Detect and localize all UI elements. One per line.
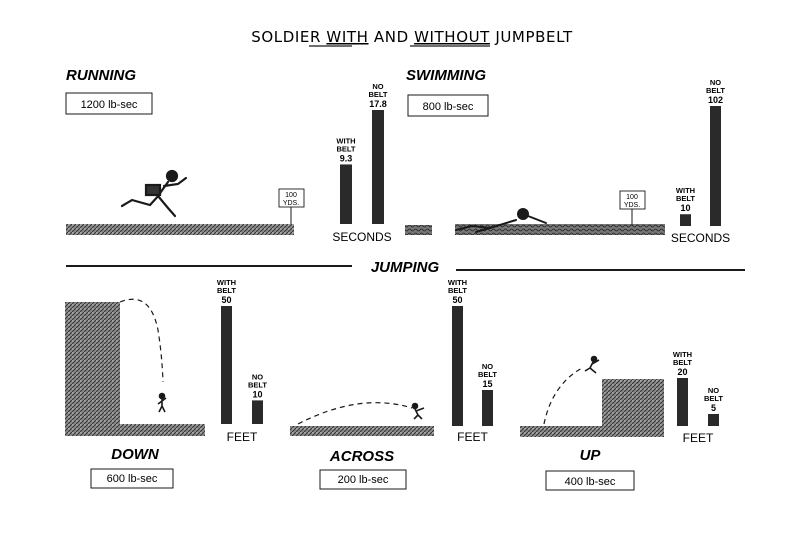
swimming-sign-line2: YDS. — [624, 202, 640, 209]
swimming-label-no-belt-word1: NO — [710, 78, 721, 87]
running-bar-with-belt — [340, 164, 352, 224]
running-sign-line2: YDS. — [283, 200, 299, 207]
swimming-distance-sign: 100 YDS. — [619, 190, 646, 225]
up-unit-label: FEET — [683, 431, 714, 445]
running-sign-line1: 100 — [285, 192, 297, 199]
up-jumper-icon — [584, 355, 600, 374]
swimming-value-no-belt: 102 — [708, 95, 723, 105]
down-heading: DOWN — [111, 446, 160, 463]
running-impulse-label: 1200 lb-sec — [81, 99, 138, 111]
up-impulse-label: 400 lb-sec — [565, 476, 616, 488]
down-label-no-belt-word1: NO — [252, 372, 263, 381]
page-title: SOLDIER WITH AND WITHOUT JUMPBELT — [251, 28, 573, 46]
up-label-with-belt-word2: BELT — [673, 358, 692, 367]
down-impulse-label: 600 lb-sec — [107, 473, 158, 485]
down-value-with-belt: 50 — [221, 295, 231, 305]
jumping-heading: JUMPING — [371, 259, 440, 276]
down-label-with-belt-word2: BELT — [217, 286, 236, 295]
down-label-no-belt-word2: BELT — [248, 380, 267, 389]
up-label-no-belt-word1: NO — [708, 386, 719, 395]
up-bar-no-belt — [708, 414, 719, 426]
swimming-label-no-belt-word2: BELT — [706, 86, 725, 95]
across-label-with-belt-word1: WITH — [448, 278, 467, 287]
up-label-with-belt-word1: WITH — [673, 350, 692, 359]
running-label-with-belt-word1: WITH — [336, 136, 355, 145]
down-bar-no-belt — [252, 400, 263, 424]
across-bar-no-belt — [482, 390, 493, 426]
down-value-no-belt: 10 — [252, 389, 262, 399]
down-jumper-icon — [157, 392, 167, 413]
down-ground — [120, 424, 205, 436]
up-trajectory — [543, 367, 583, 425]
running-bar-no-belt — [372, 110, 384, 224]
up-block — [602, 379, 664, 437]
swimming-impulse-label: 800 lb-sec — [423, 101, 474, 113]
swim-pool — [455, 224, 665, 235]
across-ground — [290, 426, 434, 436]
swimming-label-with-belt-word2: BELT — [676, 194, 695, 203]
swimming-label-with-belt-word1: WITH — [676, 186, 695, 195]
up-value-with-belt: 20 — [677, 367, 687, 377]
up-label-no-belt-word2: BELT — [704, 394, 723, 403]
swimming-heading: SWIMMING — [406, 67, 486, 84]
across-impulse-label: 200 lb-sec — [338, 474, 389, 486]
runner-figure-icon — [120, 169, 188, 218]
up-impulse-box — [545, 470, 635, 491]
running-value-no-belt: 17.8 — [369, 99, 387, 109]
across-label-no-belt-word1: NO — [482, 362, 493, 371]
swimming-bar-with-belt — [680, 214, 691, 226]
across-value-with-belt: 50 — [452, 295, 462, 305]
running-panel: RUNNING 1200 lb-sec 100 YDS. WITHBELT9.3… — [65, 67, 392, 244]
swimming-value-with-belt: 10 — [680, 203, 690, 213]
running-heading: RUNNING — [66, 67, 136, 84]
up-heading: UP — [580, 447, 602, 464]
swimming-impulse-box — [407, 94, 489, 117]
swimming-unit-label: SECONDS — [671, 231, 730, 245]
running-track — [66, 224, 294, 235]
swimming-sign-line1: 100 — [626, 194, 638, 201]
running-impulse-box — [65, 92, 153, 115]
swimming-bar-no-belt — [710, 106, 721, 226]
across-trajectory — [297, 402, 413, 425]
up-value-no-belt: 5 — [711, 403, 716, 413]
across-value-no-belt: 15 — [482, 379, 492, 389]
up-bar-with-belt — [677, 378, 688, 426]
down-wall — [65, 302, 120, 436]
down-impulse-box — [90, 468, 174, 489]
across-jumper-icon — [411, 402, 425, 420]
down-bar-with-belt — [221, 306, 232, 424]
across-heading: ACROSS — [329, 448, 394, 465]
down-unit-label: FEET — [227, 430, 258, 444]
across-label-no-belt-word2: BELT — [478, 370, 497, 379]
across-unit-label: FEET — [457, 430, 488, 444]
down-label-with-belt-word1: WITH — [217, 278, 236, 287]
swimmer-figure-icon — [455, 208, 547, 233]
running-unit-label: SECONDS — [332, 230, 391, 244]
down-trajectory — [119, 298, 164, 383]
across-bar-with-belt — [452, 306, 463, 426]
across-label-with-belt-word2: BELT — [448, 286, 467, 295]
running-distance-sign: 100 YDS. — [278, 188, 305, 224]
swim-start-water — [405, 225, 432, 235]
running-label-with-belt-word2: BELT — [336, 144, 355, 153]
running-label-no-belt-word1: NO — [372, 82, 383, 91]
across-impulse-box — [319, 469, 407, 490]
up-ground — [520, 426, 602, 437]
running-value-with-belt: 9.3 — [340, 153, 353, 163]
running-label-no-belt-word2: BELT — [368, 90, 387, 99]
swimming-panel: SWIMMING 800 lb-sec 100 YDS. WITHBELT10N… — [405, 67, 730, 245]
